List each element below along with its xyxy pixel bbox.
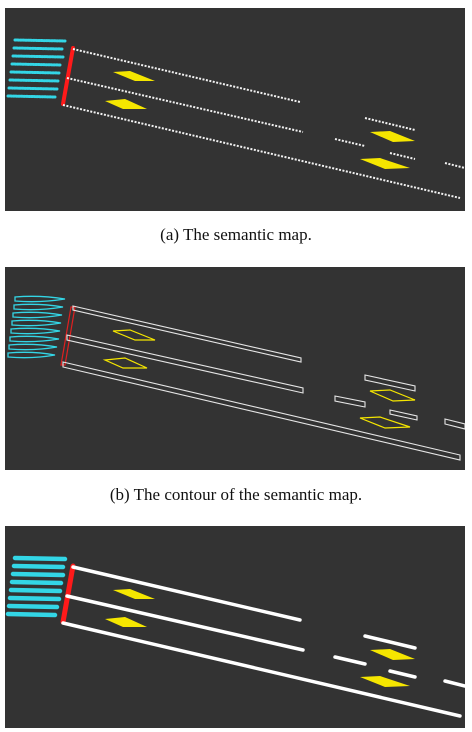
filled-map-image [5, 526, 465, 728]
crosswalk-fill [5, 555, 68, 618]
lane-line-fill [61, 565, 465, 718]
arrow-marking-fill [105, 589, 415, 687]
crosswalk-points [6, 38, 67, 99]
semantic-map-image [5, 8, 465, 211]
stop-line-fill [60, 563, 76, 625]
contour-map-image [5, 267, 465, 470]
arrow-marking-contours [102, 329, 416, 429]
arrow-markings [105, 71, 415, 169]
subfigure-caption-b: (b) The contour of the semantic map. [109, 485, 363, 504]
semantic-map-canvas [6, 38, 465, 199]
lane-lines [62, 48, 465, 199]
subfigure-caption-a: (a) The semantic map. [160, 225, 312, 244]
crosswalk-contours [7, 295, 66, 359]
stop-line-contour [60, 306, 76, 366]
filled-map-canvas [5, 555, 465, 718]
lane-line-contours [62, 305, 465, 461]
stop-line [61, 46, 75, 106]
contour-map-canvas [7, 295, 465, 461]
